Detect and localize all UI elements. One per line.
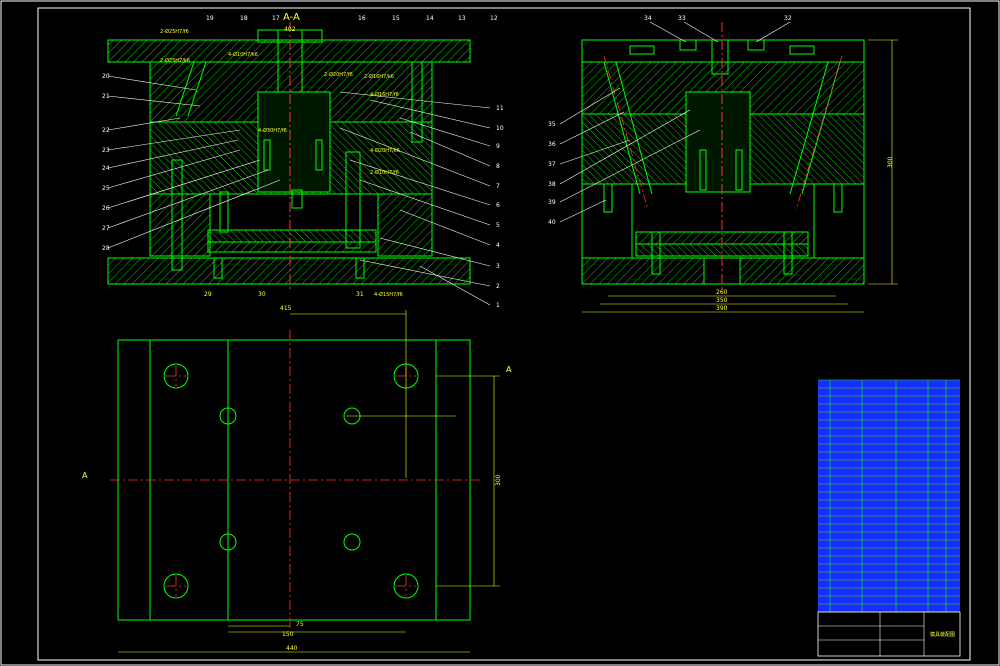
part-number: 25 xyxy=(102,185,110,192)
dimension-plan-sub2: 75 xyxy=(296,621,304,628)
side-inclined-centerline-right xyxy=(795,55,843,211)
part-number: 32 xyxy=(784,15,792,22)
dimension-plan-sub: 150 xyxy=(282,631,294,638)
fit-note: 2-Ø25H7/k6 xyxy=(160,57,190,64)
part-number: 5 xyxy=(496,222,500,229)
part-number: 19 xyxy=(206,15,214,22)
title-block-designation: 模具装配图 xyxy=(930,631,955,638)
dimension-side-height: 300 xyxy=(887,156,894,168)
fit-note: 4-Ø16H7/f6 xyxy=(370,91,399,98)
part-number: 36 xyxy=(548,141,556,148)
part-numbers-top: 19 18 17 16 15 14 13 12 xyxy=(206,15,498,22)
part-number: 14 xyxy=(426,15,434,22)
dimension-side-w1: 260 xyxy=(716,289,728,296)
front-section-view xyxy=(107,29,471,285)
part-number: 10 xyxy=(496,125,504,132)
part-number: 13 xyxy=(458,15,466,22)
dimension-plan-bottom: 440 xyxy=(286,645,298,652)
part-number: 31 xyxy=(356,291,364,298)
part-numbers-side-left: 35 36 37 38 39 40 xyxy=(548,121,556,226)
fit-note: 2-Ø10H7/f6 xyxy=(370,169,399,176)
section-marker-left: A xyxy=(82,471,88,480)
part-number: 33 xyxy=(678,15,686,22)
leader-lines-left xyxy=(107,75,281,249)
part-number: 20 xyxy=(102,73,110,80)
section-title: A-A xyxy=(283,12,300,23)
part-number: 29 xyxy=(204,291,212,298)
part-number: 21 xyxy=(102,93,110,100)
part-number: 23 xyxy=(102,147,110,154)
part-number: 3 xyxy=(496,263,500,270)
part-number: 38 xyxy=(548,181,556,188)
leader-lines-right xyxy=(339,91,491,306)
part-number: 16 xyxy=(358,15,366,22)
part-number: 7 xyxy=(496,183,500,190)
part-number: 39 xyxy=(548,199,556,206)
plan-dimensions xyxy=(118,310,500,653)
part-number: 24 xyxy=(102,165,110,172)
section-marker-right: A xyxy=(506,365,512,374)
fit-note: 4-Ø20H7/k6 xyxy=(370,147,400,154)
part-number: 9 xyxy=(496,143,500,150)
part-number: 27 xyxy=(102,225,110,232)
part-number: 8 xyxy=(496,163,500,170)
part-number: 1 xyxy=(496,302,500,309)
fit-note: 2-Ø25H7/f6 xyxy=(160,28,189,35)
part-number: 15 xyxy=(392,15,400,22)
part-number: 28 xyxy=(102,245,110,252)
fit-note: 4-Ø10H7/k6 xyxy=(228,51,258,58)
part-number: 18 xyxy=(240,15,248,22)
part-number: 12 xyxy=(490,15,498,22)
plan-centerlines xyxy=(110,330,480,628)
fit-note: 2-Ø20H7/f6 xyxy=(324,71,353,78)
part-number: 30 xyxy=(258,291,266,298)
side-leader-lines xyxy=(559,21,791,223)
fit-notes: 2-Ø25H7/f6 2-Ø25H7/k6 4-Ø10H7/k6 2-Ø20H7… xyxy=(160,28,403,298)
part-number: 22 xyxy=(102,127,110,134)
part-number: 34 xyxy=(644,15,652,22)
drawing-frame-inner xyxy=(37,7,971,661)
part-number: 11 xyxy=(496,105,504,112)
part-numbers-bottom: 29 30 31 xyxy=(204,291,364,298)
dimension-side-w2: 350 xyxy=(716,297,728,304)
fit-note: 2-Ø16H7/k6 xyxy=(364,73,394,80)
side-dimensions xyxy=(582,39,898,313)
fit-note: 4-Ø15H7/f6 xyxy=(374,291,403,298)
part-number: 17 xyxy=(272,15,280,22)
dimension-plan-w: 415 xyxy=(280,305,292,312)
part-number: 40 xyxy=(548,219,556,226)
part-number: 35 xyxy=(548,121,556,128)
dimension-plan-h: 300 xyxy=(495,474,502,486)
dimension-front-top: 402 xyxy=(284,26,296,33)
part-number: 2 xyxy=(496,283,500,290)
dimension-side-w3: 390 xyxy=(716,305,728,312)
side-inclined-centerline-left xyxy=(603,55,649,211)
fit-note: 4-Ø30H7/f6 xyxy=(258,127,287,134)
part-numbers-left: 20 21 22 23 24 25 26 27 28 xyxy=(102,73,110,252)
part-number: 4 xyxy=(496,242,500,249)
part-number: 37 xyxy=(548,161,556,168)
parts-list-table: 模具装配图 xyxy=(817,379,961,657)
part-number: 26 xyxy=(102,205,110,212)
side-section-view xyxy=(581,39,865,285)
part-numbers-side-top: 34 33 32 xyxy=(644,15,792,22)
part-number: 6 xyxy=(496,202,500,209)
part-numbers-right: 11 10 9 8 7 6 5 4 3 2 1 xyxy=(496,105,504,309)
